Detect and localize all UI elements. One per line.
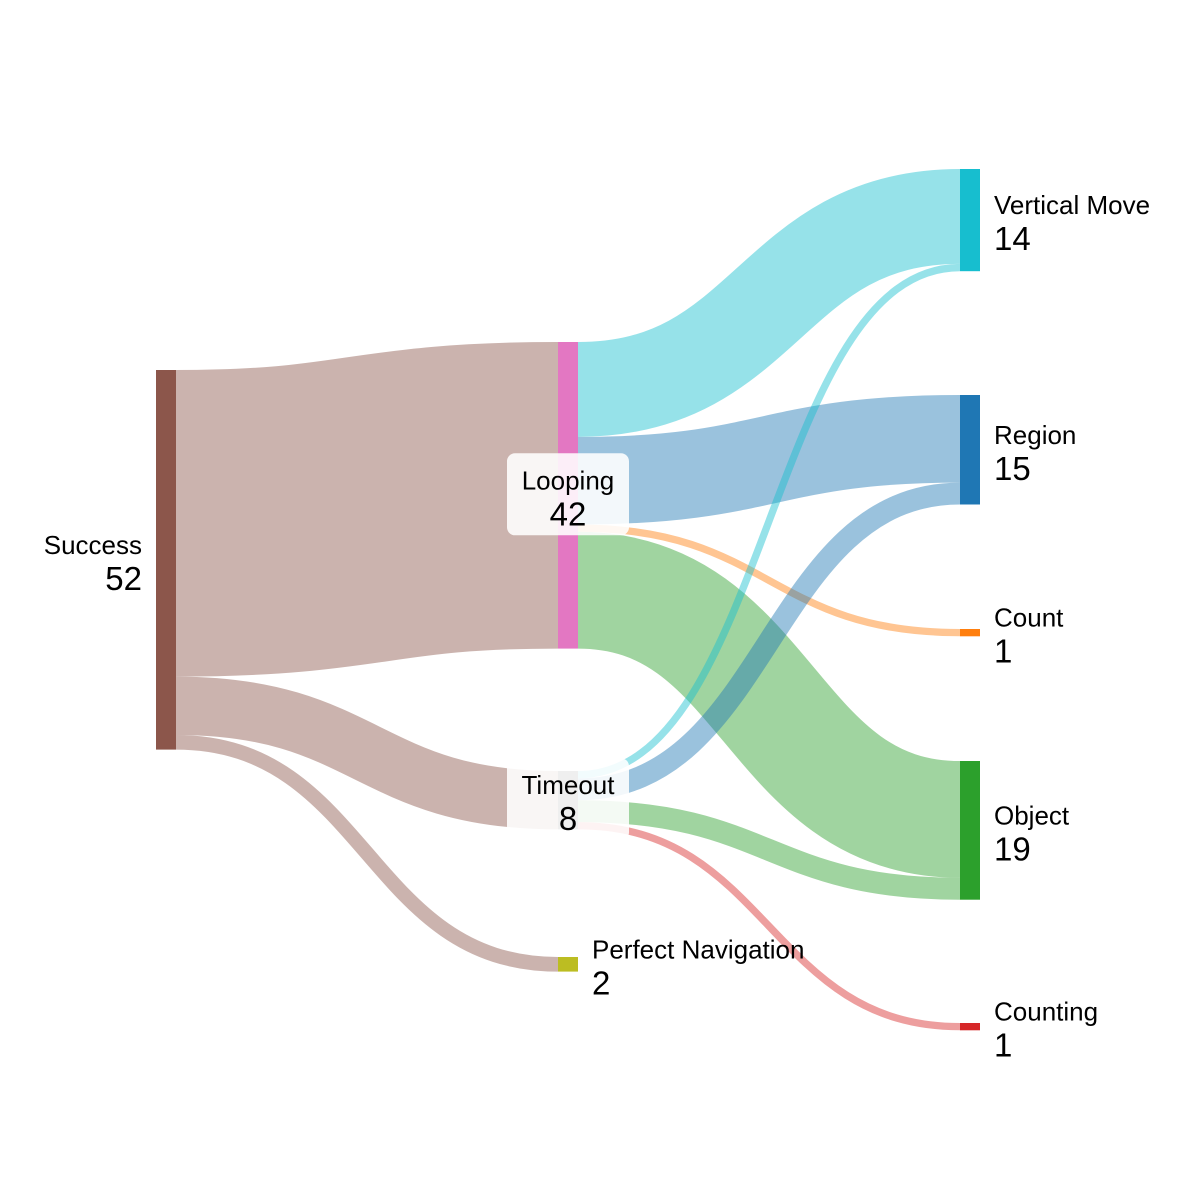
node-label-bg-timeout [507, 758, 629, 841]
node-value-region: 15 [994, 450, 1031, 487]
node-name-count: Count [994, 603, 1064, 633]
link-timeout-to-object[interactable] [577, 800, 961, 900]
link-timeout-to-counting[interactable] [577, 822, 961, 1031]
node-name-looping: Looping [522, 465, 615, 495]
node-value-perfect: 2 [592, 964, 610, 1001]
node-vertical[interactable] [960, 169, 980, 272]
link-success-to-looping[interactable] [175, 342, 559, 677]
link-looping-to-object[interactable] [575, 531, 963, 878]
node-value-count: 1 [994, 633, 1012, 670]
node-count[interactable] [960, 629, 980, 637]
link-looping-to-count[interactable] [577, 524, 961, 637]
node-name-object: Object [994, 800, 1070, 830]
link-success-to-perfect[interactable] [175, 735, 559, 972]
node-value-counting: 1 [994, 1027, 1012, 1064]
node-value-vertical: 14 [994, 220, 1031, 257]
node-perfect[interactable] [558, 957, 578, 972]
node-value-success: 52 [105, 560, 142, 597]
node-label-bg-looping [507, 453, 629, 536]
node-success[interactable] [156, 370, 176, 750]
node-value-timeout: 8 [559, 800, 577, 837]
node-counting[interactable] [960, 1023, 980, 1031]
node-region[interactable] [960, 395, 980, 505]
link-timeout-to-vertical[interactable] [577, 263, 961, 779]
link-looping-to-vertical[interactable] [576, 169, 962, 437]
link-timeout-to-region[interactable] [577, 482, 961, 801]
node-name-counting: Counting [994, 997, 1098, 1027]
sankey-links [175, 169, 963, 1031]
node-name-timeout: Timeout [522, 770, 616, 800]
node-value-looping: 42 [550, 495, 587, 532]
node-object[interactable] [960, 761, 980, 900]
node-name-vertical: Vertical Move [994, 190, 1150, 220]
link-looping-to-region[interactable] [577, 395, 961, 525]
link-success-to-timeout[interactable] [175, 676, 559, 830]
node-name-region: Region [994, 420, 1076, 450]
node-name-success: Success [44, 530, 142, 560]
node-value-object: 19 [994, 830, 1031, 867]
node-name-perfect: Perfect Navigation [592, 934, 804, 964]
